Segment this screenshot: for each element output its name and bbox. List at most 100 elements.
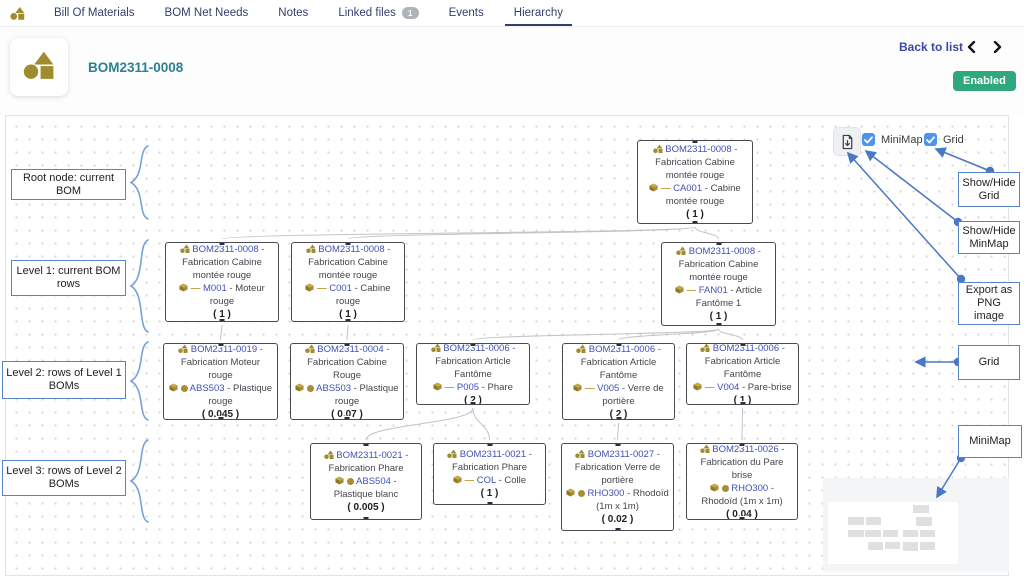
tab-hierarchy[interactable]: Hierarchy [499,0,578,26]
bom-code-link[interactable]: BOM2311-0027 - [587,449,660,460]
bom-desc: Fabrication Moteur rouge [180,356,261,381]
source-handle [343,416,351,419]
dash-icon: — [317,283,327,294]
target-handle [469,344,477,347]
flow-node-l2a[interactable]: BOM2311-0019 - Fabrication Moteur rouge … [163,343,278,420]
article-icon [433,381,442,391]
page-header: BOM2311-0008 Back to list Enabled [0,26,1024,115]
article-icon [295,382,304,392]
node-quantity: ( 1 ) [733,394,752,405]
item-code-link[interactable]: V004 [717,381,740,393]
node-item-line: — FAN01 - Article Fantôme 1 [666,284,771,310]
item-desc: - Colle [495,475,527,486]
source-handle [362,516,370,519]
item-code-link[interactable]: P005 [456,381,480,393]
article-icon [179,283,188,292]
flow-node-l1b[interactable]: BOM2311-0008 - Fabrication Cabine montée… [291,242,405,322]
flow-node-l3a[interactable]: BOM2311-0021 - Fabrication Phare ABS504 … [310,443,422,520]
article-icon [710,482,719,492]
node-item-line: — M001 - Moteur rouge [170,282,274,308]
node-item-line: — CA001 - Cabine montée rouge [642,182,748,208]
bom-desc: Fabrication Verre de portière [574,462,661,486]
tab-bom-net-needs[interactable]: BOM Net Needs [150,0,264,26]
node-item-line: ABS504 - Plastique blanc [315,475,417,501]
chevron-right-icon[interactable] [986,37,1008,57]
node-bom-line: BOM2311-0006 - Fabrication Article Fantô… [567,343,670,382]
back-to-list-link[interactable]: Back to list [899,40,964,54]
bom-code-link[interactable]: BOM2311-0008 - [192,244,265,255]
flow-node-l3c[interactable]: BOM2311-0027 - Fabrication Verre de port… [561,443,674,531]
flow-node-l2e[interactable]: BOM2311-0006 - Fabrication Article Fantô… [686,343,799,405]
bom-icon [179,244,190,253]
minimap-checkbox[interactable] [862,133,875,146]
item-code-link[interactable]: M001 [203,283,227,294]
chevron-left-icon[interactable] [960,37,982,57]
flow-node-l3d[interactable]: BOM2311-0026 - Fabrication du Pare brise… [686,443,798,520]
raw-material-dot-icon [577,490,585,497]
item-code-link[interactable]: ABS503 [316,382,352,394]
tab-bill-of-materials[interactable]: Bill Of Materials [39,0,150,26]
node-item-line: ABS503 - Plastique rouge [168,382,273,408]
bom-desc: Fabrication Article Fantôme [704,355,781,380]
dash-icon: — [686,285,697,296]
bom-code-link[interactable]: BOM2311-0026 - [712,443,785,455]
source-handle [344,318,352,321]
flow-node-l2d[interactable]: BOM2311-0006 - Fabrication Article Fantô… [562,343,675,420]
flow-node-l2c[interactable]: BOM2311-0006 - Fabrication Article Fantô… [416,343,530,405]
item-code-link[interactable]: RHO300 [731,482,769,494]
node-item-line: RHO300 - Rhodoïd (1m x 1m) [566,487,669,513]
node-quantity: ( 1 ) [339,309,357,320]
tab-notes[interactable]: Notes [263,0,323,26]
flow-node-l1a[interactable]: BOM2311-0008 - Fabrication Cabine montée… [165,242,279,322]
bom-code-link[interactable]: BOM2311-0008 - [688,246,761,257]
bom-code-link[interactable]: BOM2311-0008 - [665,144,738,155]
bom-code-link[interactable]: BOM2311-0006 - [712,343,785,354]
item-code-link[interactable]: RHO300 [587,488,625,499]
node-quantity: ( 0.005 ) [347,502,385,513]
tab-label: Events [448,7,484,19]
flow-node-root[interactable]: BOM2311-0008 - Fabrication Cabine montée… [637,140,753,224]
item-desc: - Plastique rouge [334,382,399,407]
bom-icon [699,444,710,453]
bom-icon [447,449,457,458]
raw-material-dot-icon [307,384,315,392]
item-code-link[interactable]: C001 [329,283,352,294]
target-handle [217,344,224,347]
node-quantity: ( 1 ) [709,311,728,322]
mini-node-l2d [902,529,919,538]
minimap-checkbox-label: MiniMap [881,134,923,146]
source-handle [614,527,621,530]
page-title: BOM2311-0008 [88,60,184,75]
export-image-icon[interactable] [833,127,861,156]
tab-events[interactable]: Events [434,0,499,26]
annotation-export-as-png-image: Export as PNG image [958,282,1020,325]
target-handle [614,444,621,447]
bom-icon [576,344,586,353]
bom-code-link[interactable]: BOM2311-0008 - [318,244,391,255]
flow-node-l1c[interactable]: BOM2311-0008 - Fabrication Cabine montée… [661,242,776,326]
dash-icon: — [660,183,671,194]
item-desc: - Plastique rouge [208,382,273,407]
item-code-link[interactable]: V005 [597,382,620,394]
article-icon [566,488,575,497]
item-code-link[interactable]: ABS503 [189,382,225,394]
bom-code-link[interactable]: BOM2311-0019 - [190,343,263,355]
target-handle [691,141,699,144]
bom-code-link[interactable]: BOM2311-0006 - [443,343,516,354]
item-code-link[interactable]: COL [476,475,496,486]
item-code-link[interactable]: FAN01 [698,285,728,296]
flow-node-l3b[interactable]: BOM2311-0021 - Fabrication Phare — COL -… [433,443,546,505]
bom-code-link[interactable]: BOM2311-0021 - [336,450,409,461]
node-quantity: ( 1 ) [686,209,704,220]
grid-checkbox[interactable] [924,133,937,146]
minimap[interactable] [823,478,1009,572]
item-code-link[interactable]: ABS504 [356,476,391,487]
bom-code-link[interactable]: BOM2311-0004 - [317,343,390,355]
flow-node-l2b[interactable]: BOM2311-0004 - Fabrication Cabine Rouge … [290,343,404,420]
bom-desc: Fabrication Cabine montée rouge [308,257,388,281]
bom-code-link[interactable]: BOM2311-0006 - [588,343,661,355]
bom-code-link[interactable]: BOM2311-0021 - [459,449,532,460]
node-bom-line: BOM2311-0021 - Fabrication Phare [315,449,417,475]
item-code-link[interactable]: CA001 [673,183,703,194]
